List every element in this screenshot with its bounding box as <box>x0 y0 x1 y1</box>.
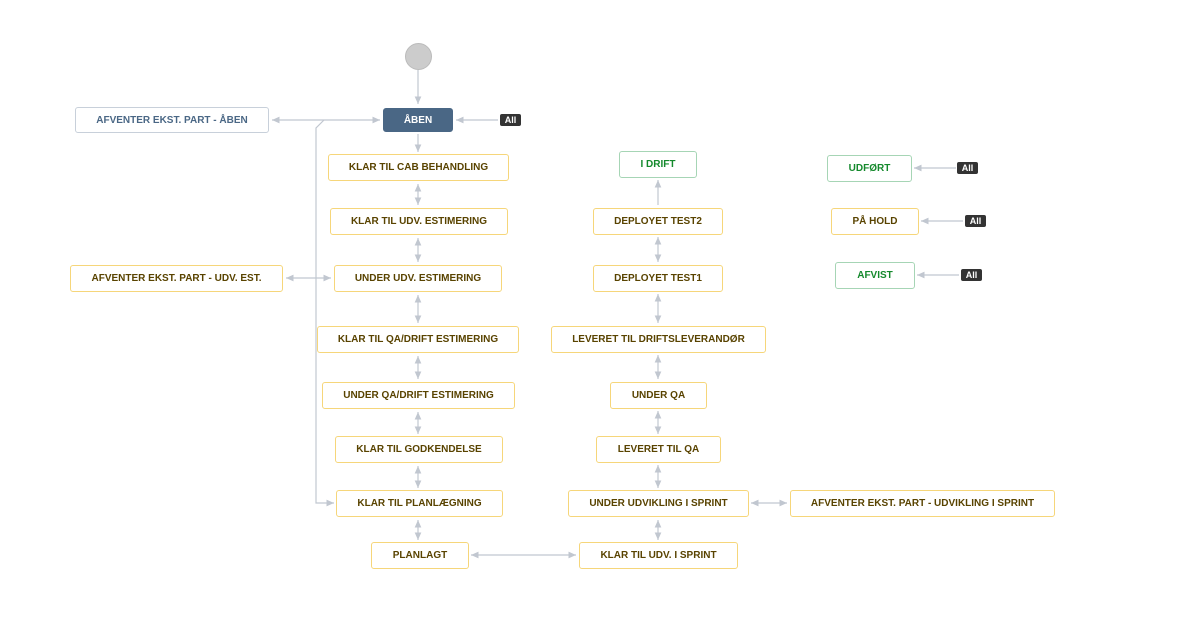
status-klar-sprint[interactable]: KLAR TIL UDV. I SPRINT <box>579 542 738 569</box>
status-klar-udv-est[interactable]: KLAR TIL UDV. ESTIMERING <box>330 208 508 235</box>
status-deployet-test2[interactable]: DEPLOYET TEST2 <box>593 208 723 235</box>
status-under-sprint[interactable]: UNDER UDVIKLING I SPRINT <box>568 490 749 517</box>
status-under-udv-est[interactable]: UNDER UDV. ESTIMERING <box>334 265 502 292</box>
transition-aaben-planlaegning <box>315 119 334 507</box>
status-leveret-drift[interactable]: LEVERET TIL DRIFTSLEVERANDØR <box>551 326 766 353</box>
global-transition-badge-aaben[interactable]: All <box>500 114 521 126</box>
global-transition-badge-paahold[interactable]: All <box>965 215 986 227</box>
global-transition-badge-udfoert[interactable]: All <box>957 162 978 174</box>
status-afventer-sprint[interactable]: AFVENTER EKST. PART - UDVIKLING I SPRINT <box>790 490 1055 517</box>
status-klar-qa-est[interactable]: KLAR TIL QA/DRIFT ESTIMERING <box>317 326 519 353</box>
status-under-qa[interactable]: UNDER QA <box>610 382 707 409</box>
status-klar-cab[interactable]: KLAR TIL CAB BEHANDLING <box>328 154 509 181</box>
status-aaben[interactable]: ÅBEN <box>383 108 453 132</box>
status-klar-godk[interactable]: KLAR TIL GODKENDELSE <box>335 436 503 463</box>
status-leveret-qa[interactable]: LEVERET TIL QA <box>596 436 721 463</box>
status-planlagt[interactable]: PLANLAGT <box>371 542 469 569</box>
status-klar-plan[interactable]: KLAR TIL PLANLÆGNING <box>336 490 503 517</box>
status-afventer-udv-est[interactable]: AFVENTER EKST. PART - UDV. EST. <box>70 265 283 292</box>
global-transition-badge-afvist[interactable]: All <box>961 269 982 281</box>
status-afvist[interactable]: AFVIST <box>835 262 915 289</box>
start-node <box>405 43 432 70</box>
status-under-qa-est[interactable]: UNDER QA/DRIFT ESTIMERING <box>322 382 515 409</box>
status-paa-hold[interactable]: PÅ HOLD <box>831 208 919 235</box>
status-udfoert[interactable]: UDFØRT <box>827 155 912 182</box>
status-afventer-aaben[interactable]: AFVENTER EKST. PART - ÅBEN <box>75 107 269 133</box>
status-deployet-test1[interactable]: DEPLOYET TEST1 <box>593 265 723 292</box>
status-i-drift[interactable]: I DRIFT <box>619 151 697 178</box>
